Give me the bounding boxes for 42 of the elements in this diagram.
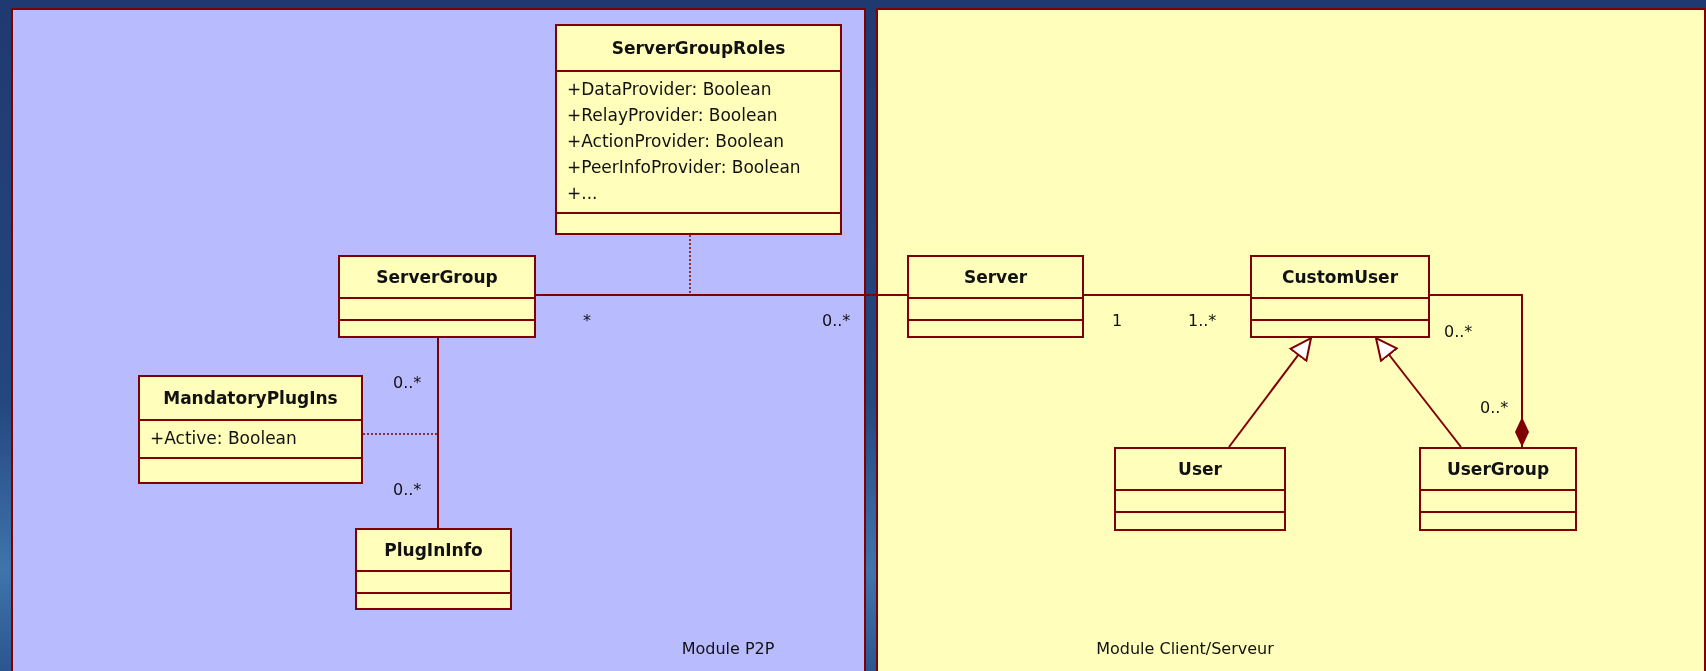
multiplicity-label: 0..* <box>1444 322 1473 341</box>
class-name: MandatoryPlugIns <box>162 387 339 410</box>
multiplicity-label: 0..* <box>393 373 422 392</box>
attribute: +DataProvider: Boolean <box>566 78 773 101</box>
composition-line <box>1429 294 1529 448</box>
attribute: +Active: Boolean <box>149 427 298 450</box>
package-panel <box>876 8 1706 671</box>
generalization-arrow <box>1228 337 1312 448</box>
association-line <box>437 337 439 529</box>
class-name: User <box>1177 458 1223 481</box>
association-line <box>1083 294 1251 296</box>
class-box <box>138 375 363 484</box>
class-box <box>1250 255 1430 338</box>
class-name: ServerGroup <box>375 266 499 289</box>
association-class-link <box>362 433 439 435</box>
class-box <box>555 24 842 235</box>
class-name: ServerGroupRoles <box>610 37 787 60</box>
class-box <box>1114 447 1286 531</box>
attribute: +PeerInfoProvider: Boolean <box>566 156 802 179</box>
class-box <box>355 528 512 610</box>
multiplicity-label: 0..* <box>822 311 851 330</box>
class-box <box>338 255 536 338</box>
class-name: CustomUser <box>1280 266 1400 289</box>
package-name: Module P2P <box>681 639 775 658</box>
class-name: PlugInInfo <box>383 539 484 562</box>
class-name: UserGroup <box>1445 458 1551 481</box>
generalization-arrow <box>1375 337 1462 448</box>
attribute: +RelayProvider: Boolean <box>566 104 779 127</box>
multiplicity-label: 0..* <box>1480 398 1509 417</box>
attribute: +ActionProvider: Boolean <box>566 130 786 153</box>
multiplicity-label: 1..* <box>1188 311 1217 330</box>
class-box <box>1419 447 1577 531</box>
package-name: Module Client/Serveur <box>1096 639 1274 658</box>
class-name: Server <box>962 266 1029 289</box>
association-class-link <box>689 234 691 296</box>
multiplicity-label: 1 <box>1112 311 1123 330</box>
class-box <box>907 255 1084 338</box>
attribute: +... <box>566 182 599 205</box>
association-line <box>535 294 908 296</box>
multiplicity-label: * <box>583 311 591 330</box>
package-panel <box>11 8 866 671</box>
multiplicity-label: 0..* <box>393 480 422 499</box>
